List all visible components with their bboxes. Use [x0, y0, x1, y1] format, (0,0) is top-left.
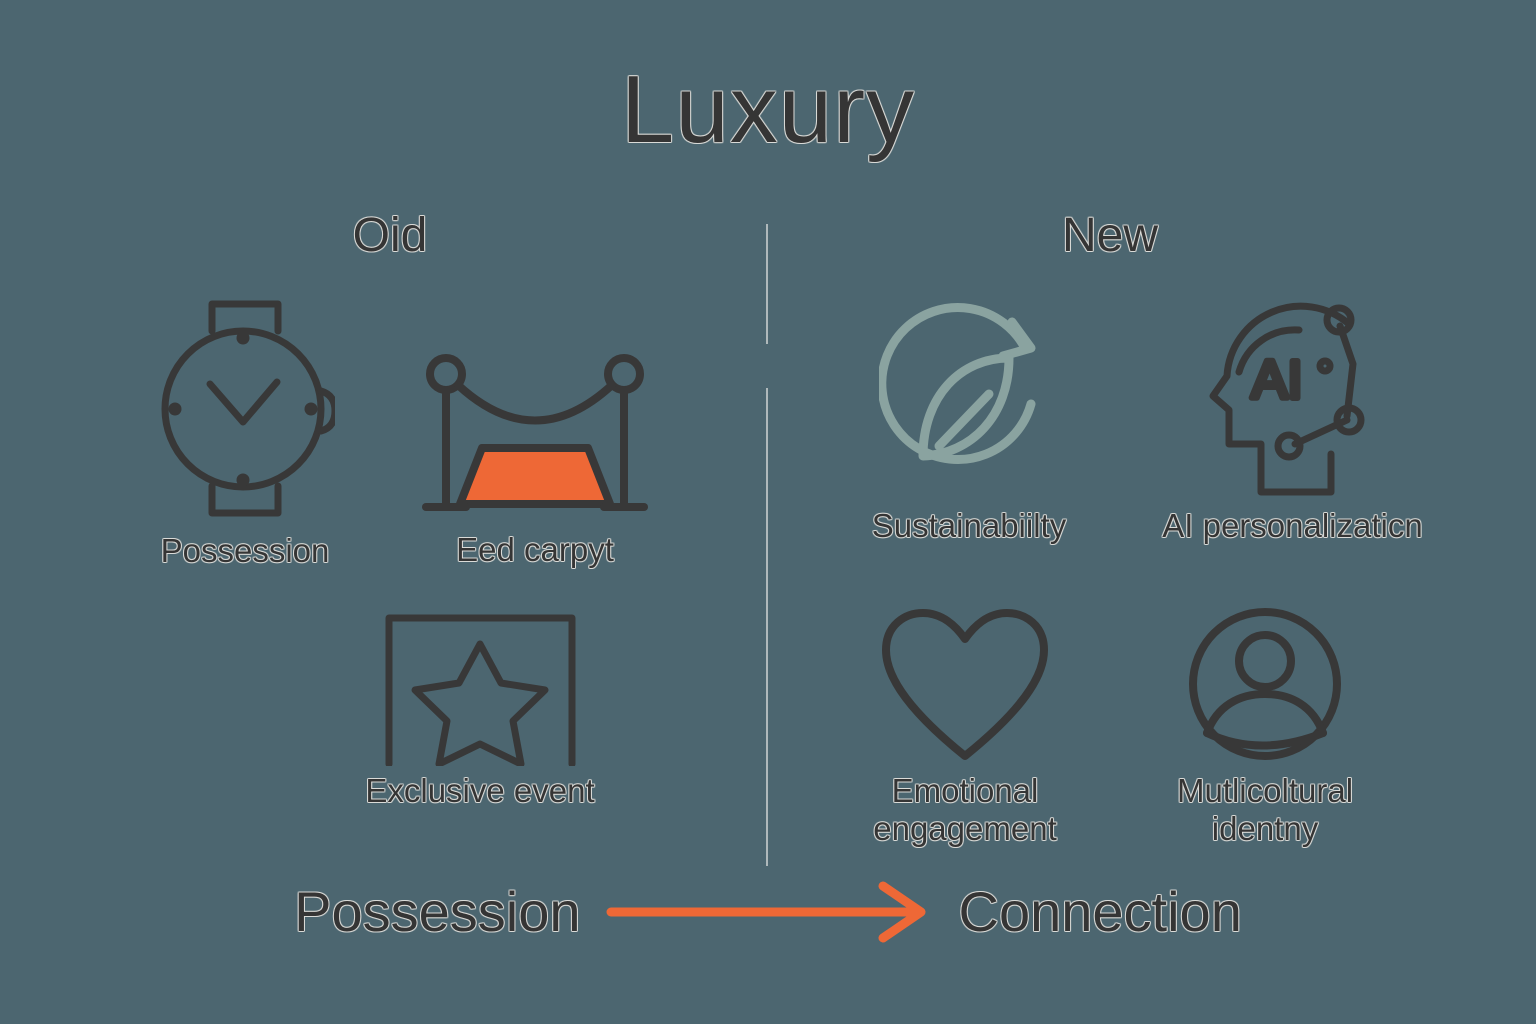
item-label: Sustainabiilty: [871, 507, 1067, 544]
item-ai-personalization: AI AI personalizaticn: [1125, 296, 1460, 545]
banner-from-label: Possession: [294, 880, 581, 943]
item-multicultural-identity: Mutlicoltural identny: [1125, 606, 1405, 848]
wristwatch-icon: [155, 296, 339, 526]
item-label: AI personalizaticn: [1162, 507, 1423, 544]
banner-to-label: Connection: [958, 880, 1242, 943]
item-exclusive-event: Exclusive event: [315, 606, 645, 810]
recycle-leaf-icon: [879, 303, 1036, 464]
heart-icon: [881, 609, 1048, 760]
item-sustainability: Sustainabiilty: [835, 296, 1103, 545]
item-red-carpet: Eed carpyt: [400, 352, 670, 569]
red-carpet-icon: [420, 352, 650, 525]
column-divider-bottom: [766, 388, 768, 866]
item-possession: Possession: [110, 296, 380, 570]
star-frame-icon: [385, 614, 575, 766]
item-label-line1: Emotional: [891, 772, 1039, 809]
item-emotional-engagement: Emotional engagement: [825, 606, 1105, 848]
column-heading-old: Oid: [352, 209, 428, 262]
right-arrow-icon: [606, 881, 926, 943]
page-title: Luxury: [620, 56, 916, 163]
item-label-line2: identny: [1211, 809, 1319, 847]
person-avatar-icon: [1189, 608, 1341, 760]
column-divider-top: [766, 224, 768, 344]
item-label-line2: engagement: [873, 809, 1057, 847]
ai-head-inner-text: AI: [1251, 350, 1302, 410]
column-heading-new: New: [1061, 209, 1159, 262]
item-label: Exclusive event: [365, 772, 595, 809]
ai-head-icon: AI: [1209, 302, 1364, 496]
item-label-line1: Mutlicoltural: [1176, 772, 1354, 809]
item-label: Possession: [160, 532, 330, 569]
item-label: Eed carpyt: [456, 531, 614, 568]
transformation-banner: Possession Connection: [0, 872, 1536, 952]
